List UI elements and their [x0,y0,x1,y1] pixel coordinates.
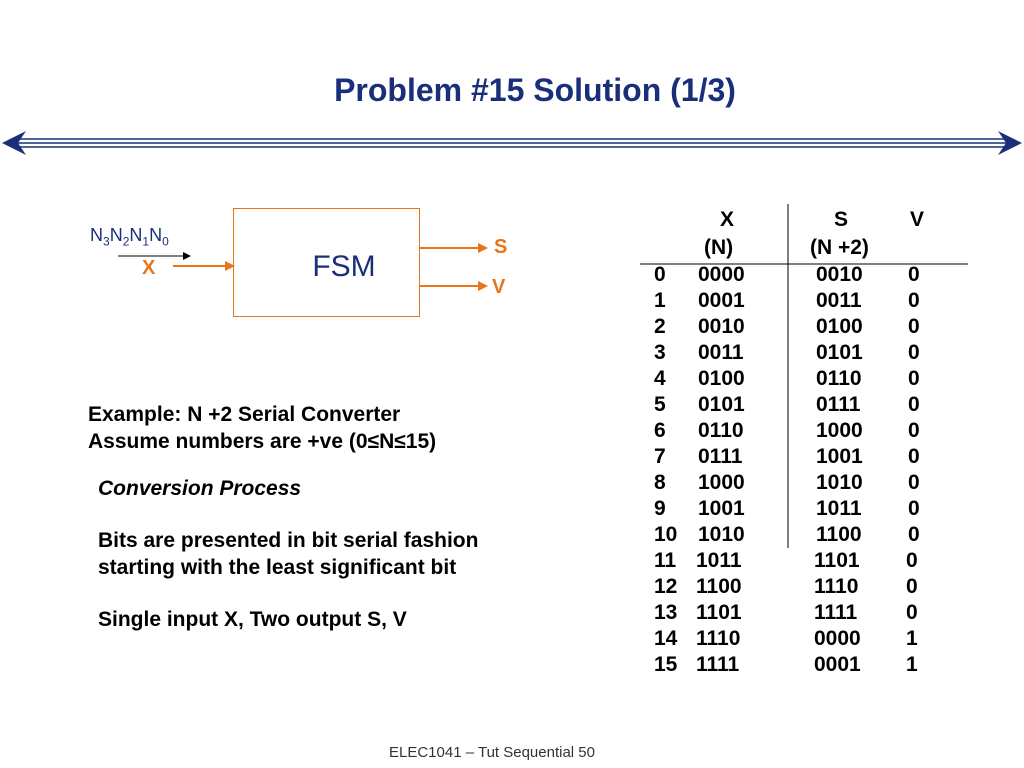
row-v-bit: 1 [906,653,918,676]
row-v-bit: 1 [906,627,918,650]
row-v-bit: 0 [908,497,920,520]
row-s-bits: 1110 [814,575,859,598]
bits-line-1: Bits are presented in bit serial fashion [98,529,479,552]
row-x-bits: 1110 [696,627,741,650]
row-s-bits: 1011 [816,497,862,520]
row-s-bits: 0010 [816,263,863,286]
row-x-bits: 0010 [698,315,745,338]
subheader-n: (N) [704,236,734,259]
row-x-bits: 0011 [698,341,744,364]
row-index: 1 [654,289,666,312]
row-v-bit: 0 [908,315,920,338]
row-x-bits: 1011 [696,549,742,572]
conversion-heading: Conversion Process [98,477,302,500]
row-s-bits: 0100 [816,315,863,338]
row-index: 2 [654,315,666,338]
header-v: V [910,208,925,231]
row-index: 12 [654,575,678,598]
row-x-bits: 1001 [698,497,745,520]
row-x-bits: 0101 [698,393,745,416]
row-v-bit: 0 [908,471,920,494]
row-x-bits: 0110 [698,419,744,442]
left-arrowhead-icon [2,131,26,155]
row-index: 0 [654,263,666,286]
example-line-1: Example: N +2 Serial Converter [88,403,401,426]
row-index: 6 [654,419,666,442]
slide-title: Problem #15 Solution (1/3) [334,72,736,108]
row-index: 15 [654,653,678,676]
example-line-2: Assume numbers are +ve (0≤N≤15) [88,430,437,453]
header-s: S [834,208,849,231]
bit-sequence-label: N3N2N1N0 [90,225,169,249]
row-v-bit: 0 [908,263,920,286]
row-v-bit: 0 [908,341,920,364]
fsm-label: FSM [312,250,376,283]
row-s-bits: 0000 [814,627,861,650]
row-v-bit: 0 [908,393,920,416]
output-s-label: S [494,236,508,258]
row-s-bits: 1111 [814,601,858,624]
row-x-bits: 0111 [698,445,743,468]
row-v-bit: 0 [908,419,920,442]
row-x-bits: 1010 [698,523,745,546]
row-x-bits: 1101 [696,601,742,624]
row-s-bits: 0101 [816,341,863,364]
row-s-bits: 1000 [816,419,863,442]
row-index: 8 [654,471,666,494]
row-s-bits: 0011 [816,289,862,312]
row-s-bits: 0111 [816,393,861,416]
single-input-line: Single input X, Two output S, V [98,608,407,631]
row-index: 4 [654,367,666,390]
row-v-bit: 0 [908,523,920,546]
row-x-bits: 0000 [698,263,745,286]
row-index: 13 [654,601,678,624]
row-v-bit: 0 [908,289,920,312]
row-x-bits: 1111 [696,653,740,676]
row-index: 14 [654,627,678,650]
row-v-bit: 0 [906,575,918,598]
slide-footer: ELEC1041 – Tut Sequential 50 [389,744,595,761]
row-s-bits: 1100 [816,523,862,546]
row-s-bits: 1010 [816,471,863,494]
bits-line-2: starting with the least significant bit [98,556,457,579]
row-x-bits: 0001 [698,289,745,312]
row-index: 10 [654,523,678,546]
subheader-n-plus-2: (N +2) [810,236,869,259]
row-s-bits: 0110 [816,367,862,390]
row-s-bits: 0001 [814,653,861,676]
row-v-bit: 0 [908,445,920,468]
double-arrow-divider [2,131,1022,155]
row-v-bit: 0 [906,549,918,572]
row-x-bits: 1100 [696,575,742,598]
row-x-bits: 0100 [698,367,745,390]
output-v-label: V [492,276,506,298]
header-x: X [720,208,735,231]
row-x-bits: 1000 [698,471,745,494]
row-index: 11 [654,549,677,572]
row-s-bits: 1001 [816,445,863,468]
row-index: 3 [654,341,666,364]
row-index: 7 [654,445,666,468]
fsm-box [233,208,420,317]
row-v-bit: 0 [906,601,918,624]
input-x-label: X [142,257,156,279]
row-v-bit: 0 [908,367,920,390]
right-arrowhead-icon [998,131,1022,155]
row-s-bits: 1101 [814,549,860,572]
row-index: 9 [654,497,666,520]
row-index: 5 [654,393,666,416]
